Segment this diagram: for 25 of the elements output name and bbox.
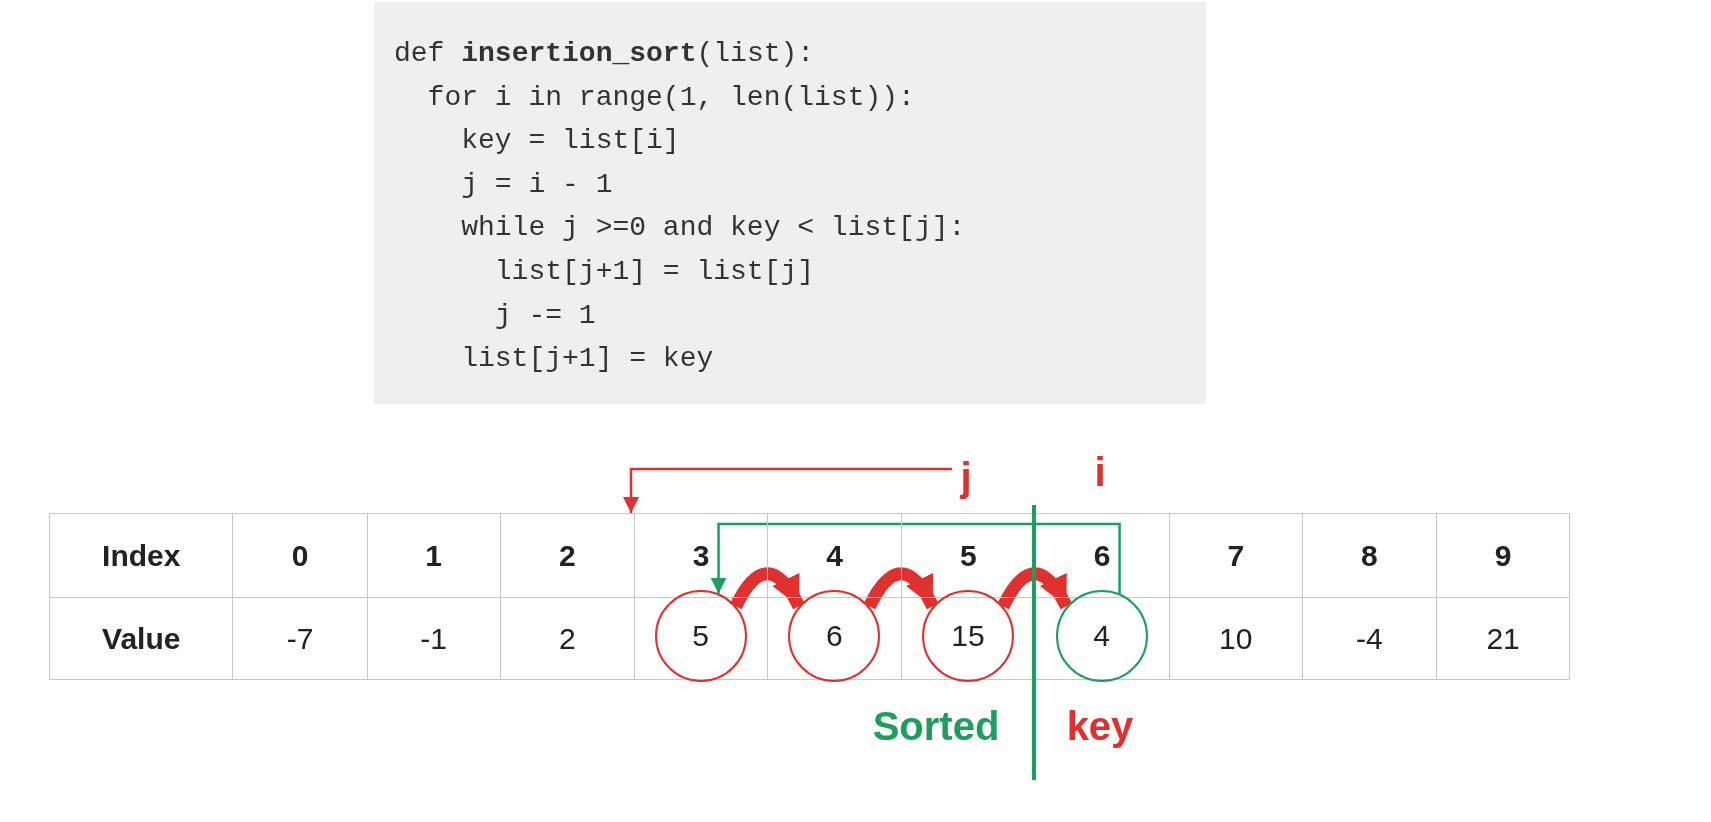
value-circle: 6 xyxy=(788,590,881,682)
table-cell: Value xyxy=(49,597,234,680)
value-circle: 5 xyxy=(654,590,747,682)
code-line: j -= 1 xyxy=(493,298,597,333)
curved-arrow xyxy=(997,567,1073,610)
code-line: list[j+1] = key xyxy=(460,342,715,377)
code-line: def insertion_sort(list): xyxy=(394,37,816,71)
value-circle: 4 xyxy=(1055,590,1148,682)
pointer-label: i xyxy=(1094,452,1106,492)
table-cell: 9 xyxy=(1436,513,1571,598)
code-line: key = list[i] xyxy=(460,124,681,159)
value-circle: 15 xyxy=(921,590,1014,682)
code-line: list[j+1] = list[j] xyxy=(493,254,816,289)
code-line: for i in range(1, len(list)): xyxy=(426,80,916,115)
code-line: j = i - 1 xyxy=(460,167,614,202)
pointer-label: j xyxy=(960,457,972,497)
table-cell: 21 xyxy=(1436,597,1571,680)
section-label: Sorted xyxy=(872,706,1000,746)
table-cell: Index xyxy=(49,513,234,598)
section-label: key xyxy=(1066,706,1134,746)
arrow xyxy=(710,522,1121,594)
arrow xyxy=(623,467,952,513)
curved-arrow xyxy=(730,567,805,610)
code-line: while j >=0 and key < list[j]: xyxy=(460,211,967,246)
curved-arrow xyxy=(863,567,939,610)
